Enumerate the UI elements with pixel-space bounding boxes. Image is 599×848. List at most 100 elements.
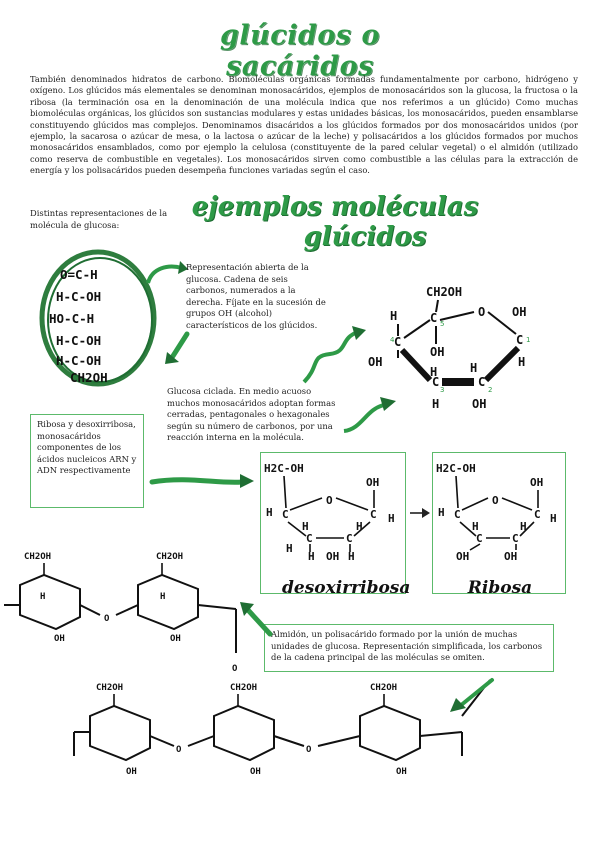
arrow-right-icon xyxy=(343,397,396,433)
examples-title-line2: glúcidos xyxy=(303,222,427,252)
rib-c-bl: C xyxy=(476,532,483,545)
open-row-2: H-C-OH xyxy=(56,289,101,304)
open-row-5: H-C-OH xyxy=(56,353,101,368)
cyc-h-b: H xyxy=(432,397,439,411)
ribose-label: Ribosa xyxy=(467,578,533,598)
st-ch2oh-2: CH2OH xyxy=(156,552,183,562)
open-chain-glucose: O=C-H H-C-OH HO-C-H H-C-OH H-C-OH CH2OH xyxy=(39,249,157,387)
rib-c-br: C xyxy=(512,532,519,545)
cyc-h-l2: H xyxy=(430,365,437,379)
page-title: glúcidos o sacáridos xyxy=(220,20,380,82)
cyc-oh-r1: OH xyxy=(512,305,526,319)
rib-o: O xyxy=(492,494,499,507)
sb-ch2oh-2: CH2OH xyxy=(230,683,257,693)
deoxy-h-c1: H xyxy=(302,520,309,533)
open-chain-circle xyxy=(39,249,157,387)
st-h-2: H xyxy=(160,592,165,602)
st-o-1: O xyxy=(104,614,110,624)
rib-c-l: C xyxy=(454,508,461,521)
deoxy-c-l: C xyxy=(282,508,289,521)
st-o-2: O xyxy=(232,664,238,674)
deoxy-oh-b: OH xyxy=(326,550,339,563)
cyc-c1: C xyxy=(516,333,523,347)
deoxy-h-r: H xyxy=(388,512,395,525)
open-row-4: H-C-OH xyxy=(56,333,101,348)
deoxy-c-r: C xyxy=(370,508,377,521)
rib-h-c1: H xyxy=(472,520,479,533)
sb-oh-2: OH xyxy=(250,767,261,777)
starch-bottom-chain: CH2OH CH2OH CH2OH O O OH OH OH xyxy=(73,679,491,777)
cyc-oh-b2: OH xyxy=(472,397,486,411)
sb-ch2oh-3: CH2OH xyxy=(370,683,397,693)
sb-oh-3: OH xyxy=(396,767,407,777)
cyc-c4: C xyxy=(394,335,401,349)
open-row-6: CH2OH xyxy=(70,370,108,385)
examples-title: ejemplos moléculas glúcidos xyxy=(175,192,495,252)
starch-note: Almidón, un polisacárido formado por la … xyxy=(271,629,543,662)
starch-arrow-icon xyxy=(240,602,273,637)
cyc-c5: C xyxy=(430,311,437,325)
cyc-h-r2: H xyxy=(518,355,525,369)
examples-title-line1: ejemplos moléculas xyxy=(191,192,479,222)
cyclic-glucose: CH2OH H C O OH C C OH OH H H H C C H OH … xyxy=(368,285,530,411)
deoxy-o: O xyxy=(326,494,333,507)
rib-oh-b2: OH xyxy=(504,550,517,563)
starch-note-box: Almidón, un polisacárido formado por la … xyxy=(264,624,554,672)
curved-arrow-icon xyxy=(146,261,188,284)
open-chain-circle-inner xyxy=(47,257,153,383)
deoxy-h-c2: H xyxy=(356,520,363,533)
deoxy-c-br: C xyxy=(346,532,353,545)
starch-arrow-2-icon xyxy=(450,678,494,712)
deoxy-oh-r: OH xyxy=(366,476,379,489)
cyc-c2: C xyxy=(478,375,485,389)
glucose-caption: Distintas representaciones de la molécul… xyxy=(30,208,168,230)
open-chain-note: Representación abierta de la glucosa. Ca… xyxy=(186,262,326,330)
rib-c-r: C xyxy=(534,508,541,521)
sb-o-2: O xyxy=(306,745,312,755)
cyc-oh-mid: OH xyxy=(430,345,444,359)
open-row-3: HO-C-H xyxy=(49,311,94,326)
rib-h-l: H xyxy=(438,506,445,519)
deoxy-h-b1: H xyxy=(286,542,293,555)
ring-num-3: 3 xyxy=(440,386,444,394)
ribose-structure: H2C-OH O OH H C C H H H C C OH OH xyxy=(436,462,557,563)
ring-num-2: 2 xyxy=(488,386,492,394)
cyc-ch2oh: CH2OH xyxy=(426,285,462,299)
arrow-down-icon xyxy=(165,331,190,364)
ring-num-4: 4 xyxy=(390,336,395,344)
cyc-o: O xyxy=(478,305,485,319)
deoxy-h-l: H xyxy=(266,506,273,519)
sb-ch2oh-1: CH2OH xyxy=(96,683,123,693)
sb-o-1: O xyxy=(176,745,182,755)
sb-oh-1: OH xyxy=(126,767,137,777)
st-h-1: H xyxy=(40,592,45,602)
deoxy-h-b2: H xyxy=(308,550,315,563)
small-arrow-icon xyxy=(410,508,430,518)
st-ch2oh-1: CH2OH xyxy=(24,552,51,562)
rib-oh-b1: OH xyxy=(456,550,469,563)
cyc-ho: OH xyxy=(368,355,382,369)
intro-paragraph: También denominados hidratos de carbono.… xyxy=(30,74,578,176)
rib-h2coh: H2C-OH xyxy=(436,462,476,475)
cyc-c3: C xyxy=(432,375,439,389)
st-oh-1: OH xyxy=(54,634,65,644)
ring-num-5: 5 xyxy=(440,320,444,328)
deoxy-c-bl: C xyxy=(306,532,313,545)
rib-h-r: H xyxy=(550,512,557,525)
rib-h-c2: H xyxy=(520,520,527,533)
open-row-1: O=C-H xyxy=(60,267,98,282)
long-arrow-icon xyxy=(149,474,254,488)
deoxyribose-label: desoxirribosa xyxy=(282,578,411,598)
ring-num-1: 1 xyxy=(526,336,530,344)
st-oh-2: OH xyxy=(170,634,181,644)
zigzag-arrow-icon xyxy=(302,326,366,384)
cyclic-note: Glucosa ciclada. En medio acuoso muchos … xyxy=(167,386,336,442)
deoxyribose-structure: H2C-OH O OH H C C H H H C C H H OH H xyxy=(264,462,395,563)
ribose-note: Ribosa y desoxirribosa, monosacáridos co… xyxy=(37,419,137,475)
rib-oh-r: OH xyxy=(530,476,543,489)
deoxy-h-b3: H xyxy=(348,550,355,563)
cyc-h-c: H xyxy=(470,361,477,375)
ribose-note-box: Ribosa y desoxirribosa, monosacáridos co… xyxy=(30,414,144,508)
deoxy-h2coh: H2C-OH xyxy=(264,462,304,475)
deoxyribose-box xyxy=(260,452,406,594)
